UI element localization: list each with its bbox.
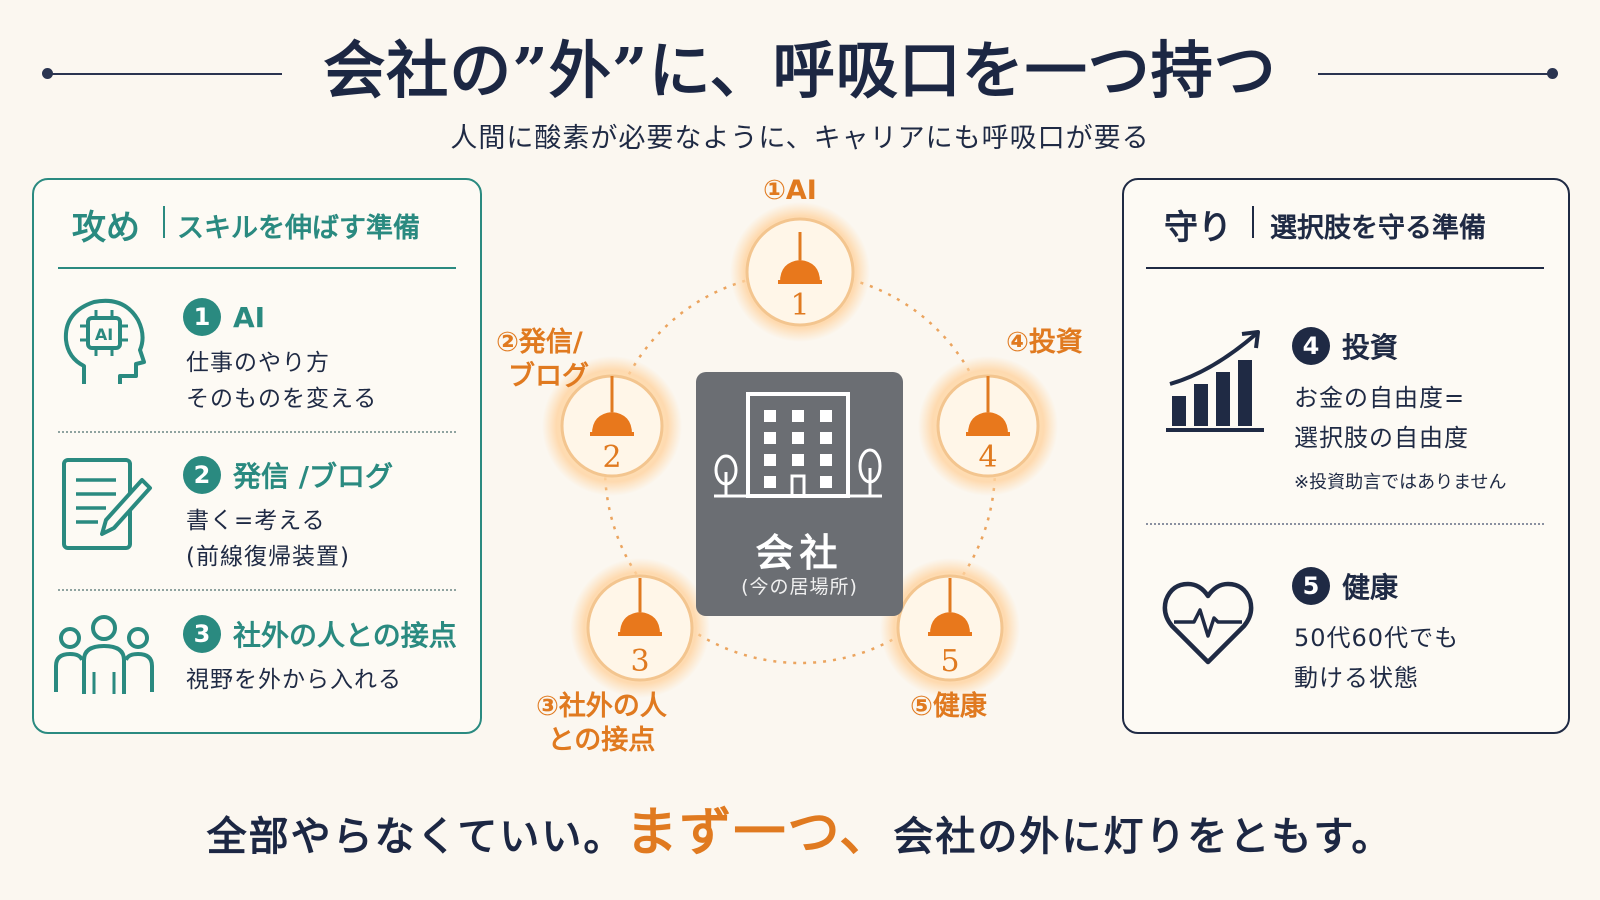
label-line: ②発信/ <box>496 327 583 358</box>
defense-panel <box>1122 178 1570 734</box>
offense-item-1-label: AI <box>233 300 266 334</box>
desc-line: お金の自由度= <box>1294 384 1466 412</box>
defense-item-4-label: 投資 <box>1342 331 1399 364</box>
desc-line: (前線復帰装置) <box>186 544 350 570</box>
lamp-4 <box>918 356 1058 496</box>
number-badge-2: 2 <box>183 456 221 494</box>
lamp-5-label: ⑤健康 <box>910 691 987 722</box>
desc-line: 仕事のやり方 <box>186 350 330 376</box>
page-subtitle: 人間に酸素が必要なように、キャリアにも呼吸口が要る <box>450 123 1150 154</box>
label-line: ブログ <box>508 361 589 392</box>
company-subtitle: (今の居場所) <box>741 576 858 598</box>
lamp-3-number: 3 <box>630 644 650 679</box>
growth-chart-icon <box>1166 330 1264 432</box>
ai-chip-text: AI <box>95 325 113 344</box>
lamp-2 <box>542 356 682 496</box>
document-pen-icon <box>62 458 152 550</box>
lamp-5-number: 5 <box>940 644 960 679</box>
heart-pulse-icon <box>1162 581 1254 665</box>
lamp-3 <box>570 558 710 698</box>
lamp-1 <box>730 202 870 342</box>
company-name: 会社 <box>755 531 844 575</box>
title-rule-right <box>1318 73 1552 75</box>
defense-item-4-desc: お金の自由度= 選択肢の自由度 <box>1294 378 1469 458</box>
offense-heading-rule <box>58 267 456 269</box>
title-rule-dot-right <box>1547 68 1558 79</box>
defense-divider <box>1146 523 1544 525</box>
desc-line: 視野を外から入れる <box>186 667 402 693</box>
number-badge-1: 1 <box>183 298 221 336</box>
offense-item-2-label: 発信 /ブログ <box>233 460 393 493</box>
offense-heading-separator <box>163 206 165 238</box>
offense-item-2-title: 2 発信 /ブログ <box>183 455 393 495</box>
desc-line: 書く=考える <box>186 508 326 534</box>
desc-line: 動ける状態 <box>1294 664 1419 692</box>
lamp-3-label: ③社外の人 との接点 <box>536 690 667 758</box>
title-rule-dot-left <box>42 68 53 79</box>
desc-line: そのものを変える <box>186 386 378 412</box>
number-badge-4: 4 <box>1292 327 1330 365</box>
defense-item-5-desc: 50代60代でも 動ける状態 <box>1294 618 1459 698</box>
label-line: ③社外の人 <box>536 691 667 722</box>
offense-item-3-desc: 視野を外から入れる <box>186 662 402 698</box>
lamp-4-number: 4 <box>978 440 998 475</box>
lamp-5 <box>880 558 1020 698</box>
defense-heading: 守り <box>1164 208 1232 248</box>
footer-pre: 全部やらなくていい。 <box>206 814 626 860</box>
defense-item-5-title: 5 健康 <box>1292 566 1398 606</box>
people-group-icon <box>54 615 154 694</box>
footer-accent: まず一つ、 <box>625 803 894 863</box>
footer-message: 全部やらなくていい。まず一つ、会社の外に灯りをともす。 <box>0 790 1600 865</box>
offense-item-2-desc: 書く=考える (前線復帰装置) <box>186 503 350 575</box>
offense-panel <box>32 178 482 734</box>
offense-item-1-desc: 仕事のやり方 そのものを変える <box>186 345 377 417</box>
lamp-1-label: ①AI <box>763 175 817 206</box>
ai-head-icon: AI <box>63 298 146 384</box>
label-line: との接点 <box>547 725 656 756</box>
offense-subheading: スキルを伸ばす準備 <box>177 213 420 244</box>
desc-line: 50代60代でも <box>1294 624 1460 652</box>
offense-heading: 攻め <box>72 208 140 248</box>
defense-heading-rule <box>1146 267 1544 269</box>
lamp-2-number: 2 <box>602 440 622 475</box>
investment-disclaimer: ※投資助言ではありません <box>1294 472 1507 493</box>
desc-line: 選択肢の自由度 <box>1294 424 1469 452</box>
number-badge-3: 3 <box>183 615 221 653</box>
lamp-4-label: ④投資 <box>1006 327 1083 358</box>
lamp-1-number: 1 <box>790 288 810 323</box>
number-badge-5: 5 <box>1292 567 1330 605</box>
offense-item-3-label: 社外の人との接点 <box>233 619 457 652</box>
defense-item-4-title: 4 投資 <box>1292 326 1398 366</box>
offense-item-3-title: 3 社外の人との接点 <box>183 614 457 654</box>
defense-subheading: 選択肢を守る準備 <box>1270 213 1486 244</box>
defense-heading-separator <box>1252 206 1254 238</box>
lamp-2-label: ②発信/ ブログ <box>496 326 589 394</box>
footer-post: 会社の外に灯りをともす。 <box>893 814 1394 860</box>
title-rule-left <box>48 73 282 75</box>
offense-item-1-title: 1 AI <box>183 298 265 336</box>
offense-divider-1 <box>58 431 456 433</box>
defense-item-5-label: 健康 <box>1342 571 1399 604</box>
page-title: 会社の”外”に、呼吸口を一つ持つ <box>323 34 1277 107</box>
offense-divider-2 <box>58 589 456 591</box>
building-icon <box>714 392 882 498</box>
